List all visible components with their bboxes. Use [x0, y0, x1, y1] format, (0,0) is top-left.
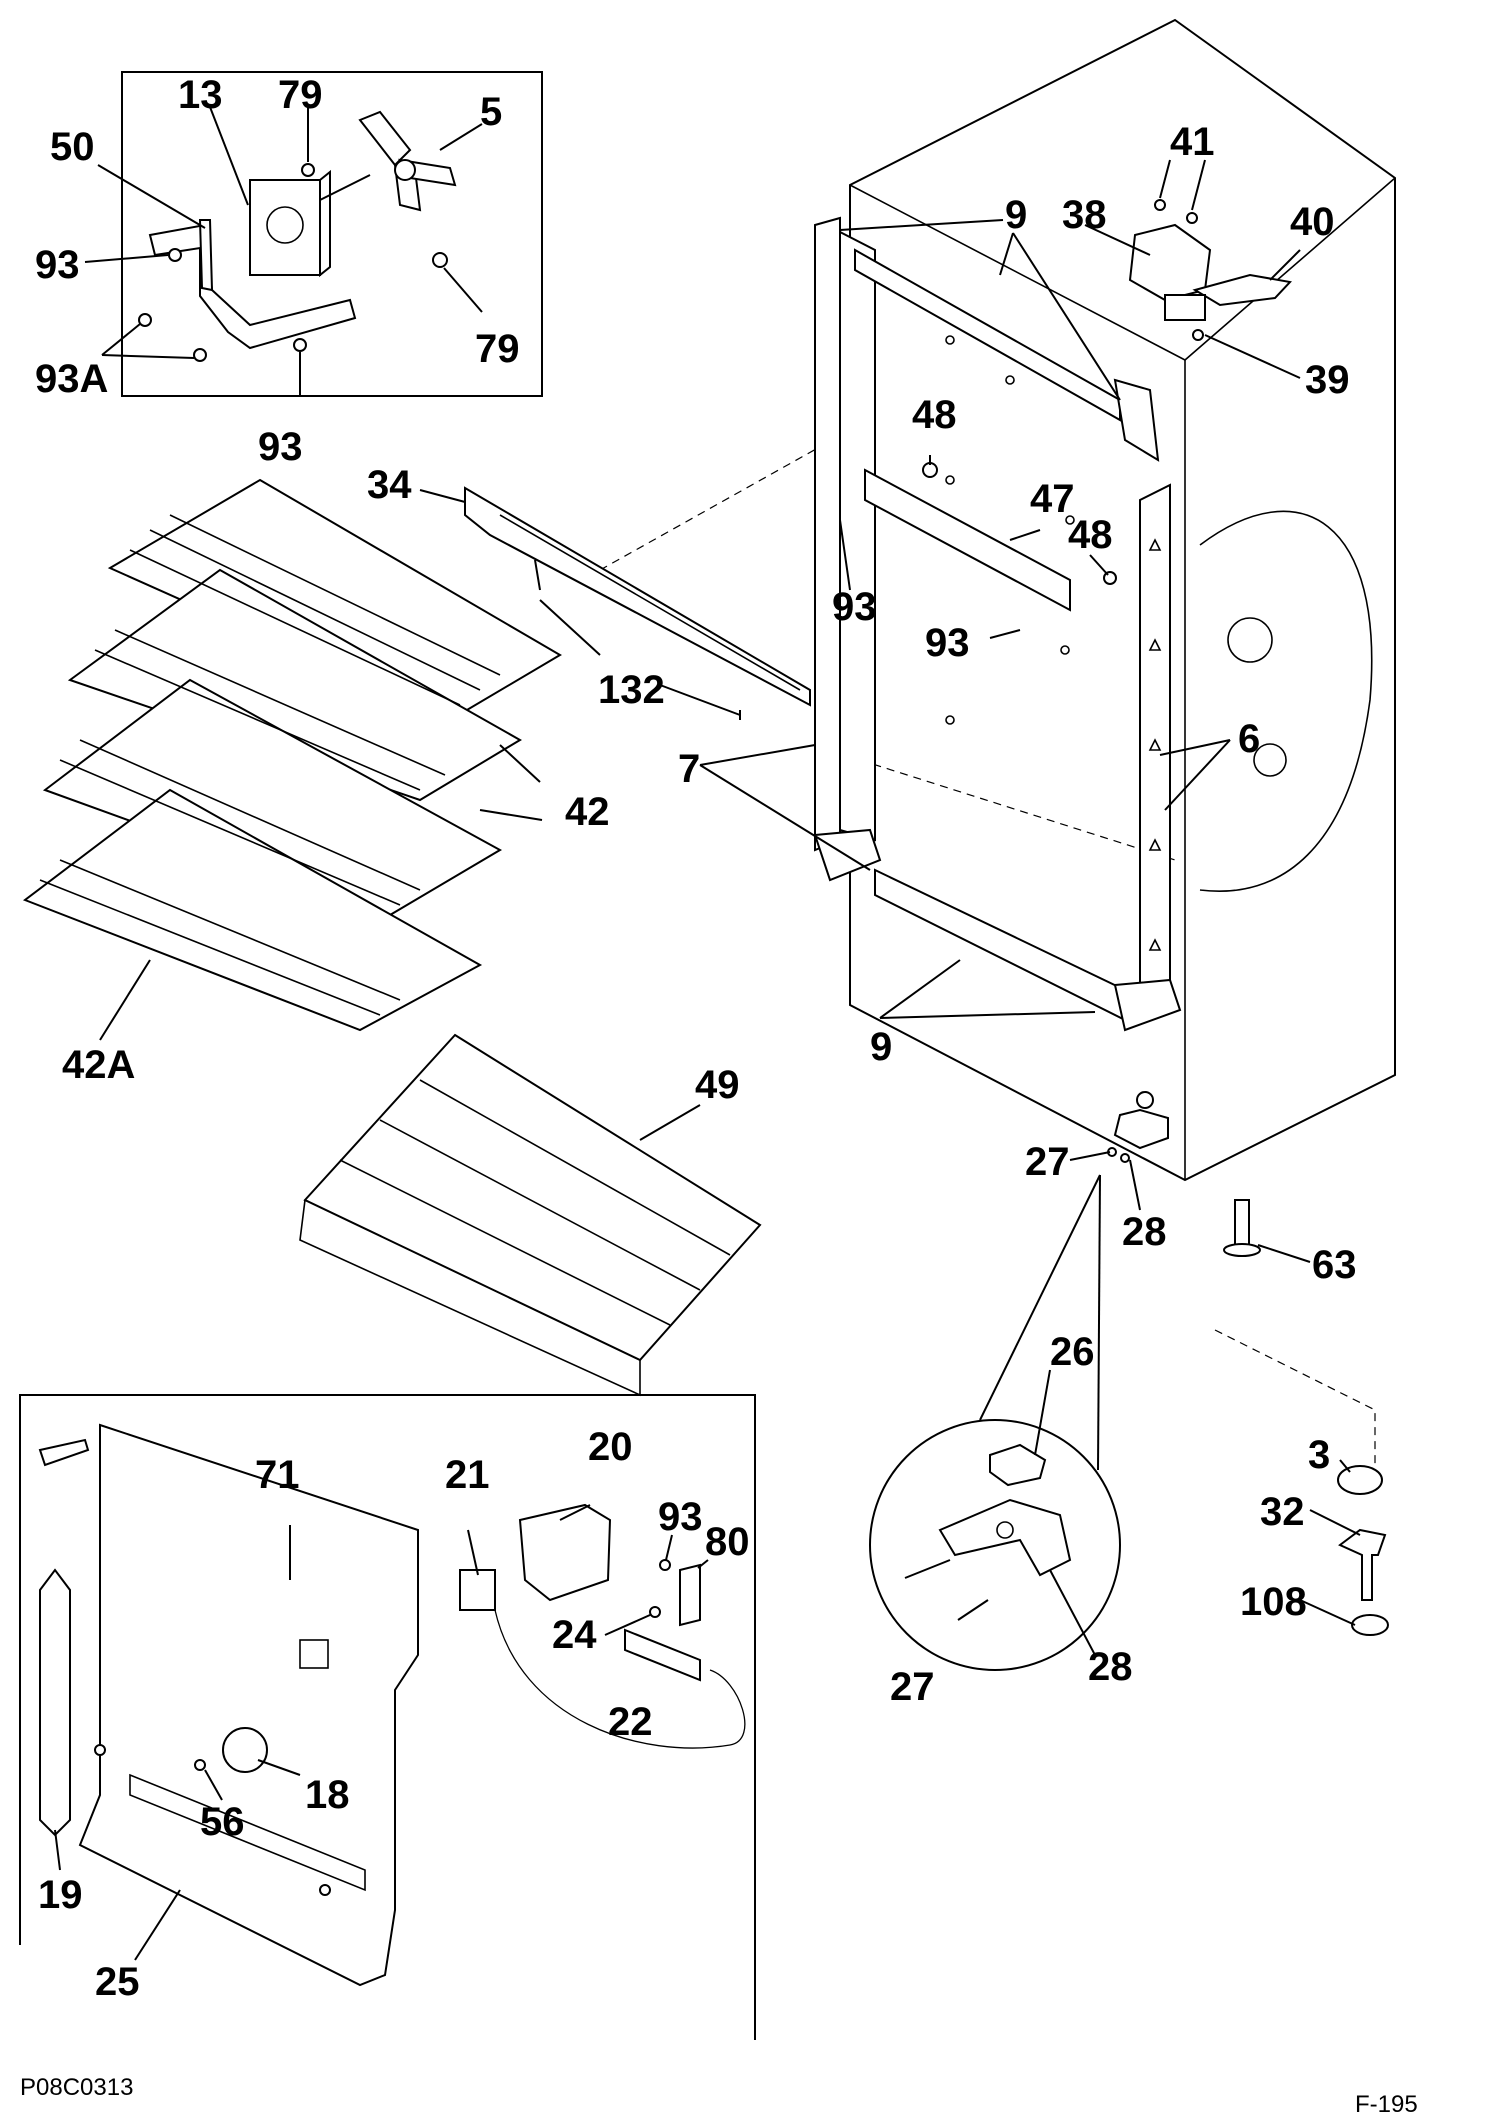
callout-40: 40: [1290, 200, 1335, 244]
door-liner-frame: [813, 216, 1182, 1032]
callout-93a: 93: [35, 243, 80, 287]
callout-93A: 93A: [35, 357, 108, 401]
callout-48b: 48: [1068, 513, 1113, 557]
callout-24: 24: [552, 1613, 597, 1657]
callout-5: 5: [480, 90, 502, 134]
bottom-hinge-assembly: [1107, 1091, 1261, 1257]
callout-32: 32: [1260, 1490, 1305, 1534]
callout-93c: 93: [832, 585, 877, 629]
callout-80: 80: [705, 1520, 750, 1564]
callout-38: 38: [1062, 193, 1107, 237]
freezer-cabinet: [599, 18, 1396, 1470]
callout-56: 56: [200, 1800, 245, 1844]
callout-19: 19: [38, 1873, 83, 1917]
callout-27b: 27: [890, 1665, 935, 1709]
callout-42A: 42A: [62, 1043, 135, 1087]
callout-27a: 27: [1025, 1140, 1070, 1184]
callout-50: 50: [50, 125, 95, 169]
callout-7: 7: [678, 747, 700, 791]
callout-79a: 79: [278, 73, 323, 117]
callout-28b: 28: [1088, 1645, 1133, 1689]
callout-79b: 79: [475, 327, 520, 371]
callout-22: 22: [608, 1700, 653, 1744]
callout-3: 3: [1308, 1433, 1330, 1477]
callout-39: 39: [1305, 358, 1350, 402]
callout-132: 132: [598, 668, 665, 712]
callout-13: 13: [178, 73, 223, 117]
wire-basket: [299, 1033, 762, 1397]
callout-71: 71: [255, 1453, 300, 1497]
caster-parts: [1337, 1465, 1389, 1636]
callout-18: 18: [305, 1773, 350, 1817]
callout-93d: 93: [925, 621, 970, 665]
callout-28a: 28: [1122, 1210, 1167, 1254]
hinge-detail-circle: [869, 1174, 1121, 1671]
callout-49: 49: [695, 1063, 740, 1107]
callout-108: 108: [1240, 1580, 1307, 1624]
callout-9b: 9: [870, 1025, 892, 1069]
back-panel-inset: [19, 1394, 756, 2040]
callout-6: 6: [1238, 717, 1260, 761]
fan-motor-inset: [84, 71, 543, 397]
bracket-34: [464, 486, 811, 720]
callout-21: 21: [445, 1453, 490, 1497]
callout-42a: 42: [565, 790, 610, 834]
callout-25: 25: [95, 1960, 140, 2004]
callout-9a: 9: [1005, 193, 1027, 237]
top-hinge-assembly: [1128, 199, 1292, 341]
callout-63: 63: [1312, 1243, 1357, 1287]
leader-lines: [99, 159, 1361, 1656]
callout-93e: 93: [658, 1495, 703, 1539]
callout-26: 26: [1050, 1330, 1095, 1374]
callout-41: 41: [1170, 120, 1215, 164]
callout-47: 47: [1030, 477, 1075, 521]
figure-code: P08C0313: [20, 2074, 133, 2101]
page-number: F-195: [1355, 2091, 1418, 2116]
callout-48a: 48: [912, 393, 957, 437]
callout-34: 34: [367, 463, 412, 507]
wire-shelves: [22, 478, 562, 1032]
callout-20: 20: [588, 1425, 633, 1469]
callout-labels: 13 79 5 50 93 79 93A 93 41 9 38 40 39 48…: [35, 73, 1357, 2004]
callout-93b: 93: [258, 425, 303, 469]
